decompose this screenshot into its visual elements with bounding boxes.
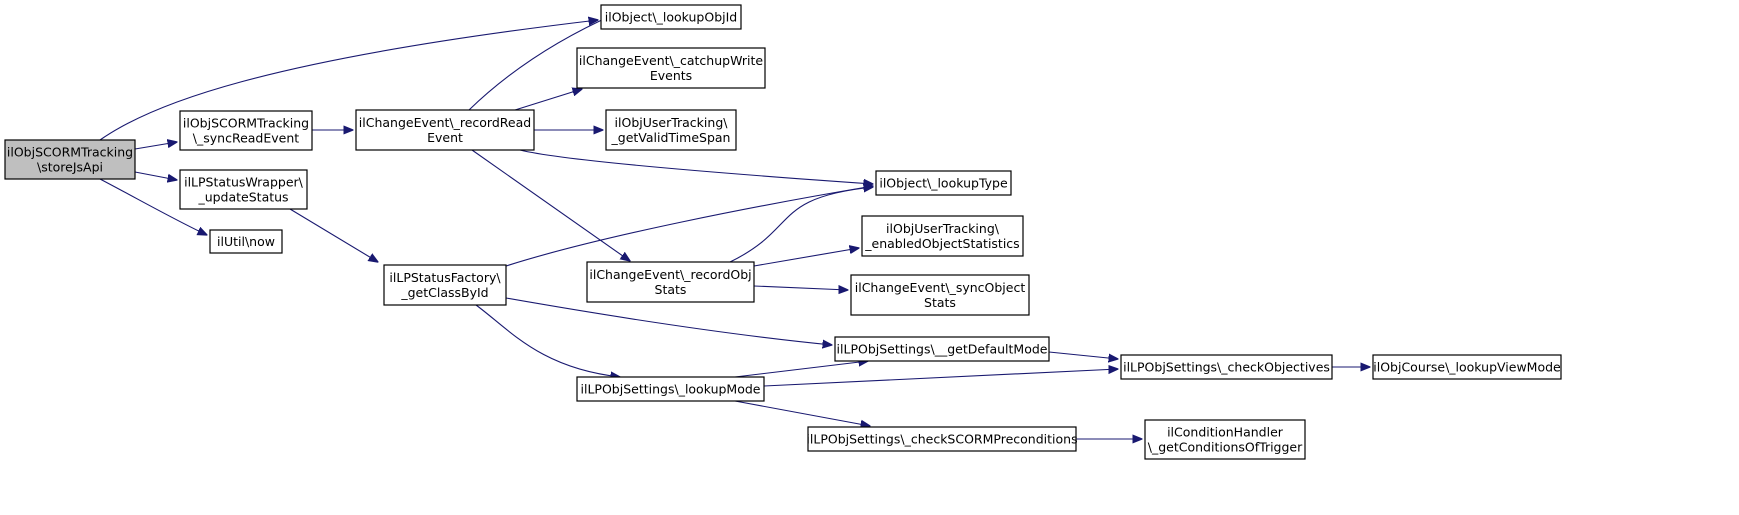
node-lookup-view-mode[interactable]: ilObjCourse\_lookupViewMode <box>1372 354 1562 380</box>
node-box[interactable] <box>1120 354 1333 380</box>
edge-get-class-by-id-to-get-default-mode <box>505 297 832 345</box>
node-label: ilUtil\now <box>217 234 275 249</box>
node-lookup-type[interactable]: ilObject\_lookupType <box>875 170 1012 196</box>
edge-get-class-by-id-to-lookup-mode <box>475 304 620 377</box>
node-label: _getValidTimeSpan <box>611 130 731 145</box>
edge-lookup-mode-to-check-objectives <box>763 369 1118 387</box>
edge-record-read-event-to-lookup-type <box>519 149 873 184</box>
node-label: ilObjCourse\_lookupViewMode <box>1373 360 1561 375</box>
node-box[interactable] <box>850 274 1030 316</box>
node-label: ilChangeEvent\_syncObject <box>855 280 1026 295</box>
node-enabled-object-statistics[interactable]: ilObjUserTracking\_enabledObjectStatisti… <box>861 215 1024 257</box>
edge-lookup-mode-to-get-default-mode <box>734 361 868 378</box>
node-box[interactable] <box>600 4 742 30</box>
node-label: ilObjUserTracking\ <box>886 221 1000 236</box>
node-label: ilLPObjSettings\_checkObjectives <box>1123 360 1330 375</box>
node-label: ilLPObjSettings\__getDefaultMode <box>837 342 1048 357</box>
node-label: ilObjSCORMTracking <box>7 145 133 160</box>
node-box[interactable] <box>355 109 535 151</box>
edge-lookup-mode-to-check-scorm-preconditions <box>734 400 870 426</box>
node-label: _updateStatus <box>197 190 288 205</box>
node-label: _getClassById <box>400 285 488 300</box>
node-box[interactable] <box>861 215 1024 257</box>
node-box[interactable] <box>1372 354 1562 380</box>
node-store-js-api[interactable]: ilObjSCORMTracking\storeJsApi <box>4 139 136 180</box>
edge-record-read-event-to-catchup-write-events <box>514 89 582 111</box>
edge-get-class-by-id-to-lookup-type <box>505 186 873 267</box>
edge-record-read-event-to-lookup-obj-id <box>468 14 615 111</box>
node-box[interactable] <box>807 426 1077 452</box>
edge-get-default-mode-to-check-objectives <box>1048 351 1118 359</box>
node-label: \_getConditionsOfTrigger <box>1148 440 1303 455</box>
nodes-layer: ilObjSCORMTracking\storeJsApiilObjSCORMT… <box>4 4 1562 460</box>
node-box[interactable] <box>4 139 136 180</box>
node-box[interactable] <box>576 47 766 89</box>
node-label: \_syncReadEvent <box>193 131 299 146</box>
node-box[interactable] <box>576 376 765 402</box>
node-sync-read-event[interactable]: ilObjSCORMTracking\_syncReadEvent <box>179 110 313 151</box>
node-label: ilObjSCORMTracking <box>183 116 309 131</box>
node-lookup-mode[interactable]: ilLPObjSettings\_lookupMode <box>576 376 765 402</box>
edge-store-js-api-to-lookup-obj-id <box>99 20 598 141</box>
node-check-objectives[interactable]: ilLPObjSettings\_checkObjectives <box>1120 354 1333 380</box>
node-box[interactable] <box>586 261 755 303</box>
node-box[interactable] <box>875 170 1012 196</box>
node-label: Stats <box>655 282 687 297</box>
node-box[interactable] <box>209 229 283 254</box>
edge-record-obj-stats-to-sync-object-stats <box>753 286 848 290</box>
node-label: ilConditionHandler <box>1167 425 1284 440</box>
node-label: ilLPStatusWrapper\ <box>184 175 304 190</box>
node-get-class-by-id[interactable]: ilLPStatusFactory\_getClassById <box>383 264 507 306</box>
edge-update-status-to-get-class-by-id <box>289 208 378 262</box>
node-box[interactable] <box>1144 419 1306 460</box>
edge-record-read-event-to-record-obj-stats <box>471 149 630 261</box>
node-lookup-obj-id[interactable]: ilObject\_lookupObjId <box>600 4 742 30</box>
node-label: Event <box>427 130 463 145</box>
edge-store-js-api-to-sync-read-event <box>134 142 177 150</box>
edges-layer <box>99 14 1370 439</box>
node-get-valid-time-span[interactable]: ilObjUserTracking\_getValidTimeSpan <box>605 109 737 151</box>
node-label: ilLPObjSettings\_checkSCORMPreconditions <box>806 432 1077 447</box>
node-label: ilLPObjSettings\_lookupMode <box>581 382 761 397</box>
node-box[interactable] <box>179 169 308 210</box>
node-box[interactable] <box>605 109 737 151</box>
node-get-conditions-of-trigger[interactable]: ilConditionHandler\_getConditionsOfTrigg… <box>1144 419 1306 460</box>
node-label: Stats <box>924 295 956 310</box>
node-box[interactable] <box>834 336 1050 362</box>
node-util-now[interactable]: ilUtil\now <box>209 229 283 254</box>
edge-record-obj-stats-to-enabled-object-statistics <box>753 248 859 267</box>
node-label: ilChangeEvent\_recordObj <box>589 267 751 282</box>
node-label: ilObject\_lookupType <box>879 176 1008 191</box>
node-label: ilChangeEvent\_catchupWrite <box>579 53 763 68</box>
node-label: ilChangeEvent\_recordRead <box>359 115 531 130</box>
node-label: ilObject\_lookupObjId <box>605 10 737 25</box>
node-label: ilLPStatusFactory\ <box>389 270 501 285</box>
node-label: \storeJsApi <box>37 160 103 175</box>
edge-record-obj-stats-to-lookup-type <box>729 187 873 263</box>
node-label: _enabledObjectStatistics <box>864 236 1019 251</box>
node-box[interactable] <box>179 110 313 151</box>
edge-store-js-api-to-util-now <box>99 178 207 235</box>
node-label: ilObjUserTracking\ <box>615 115 729 130</box>
node-box[interactable] <box>383 264 507 306</box>
edge-store-js-api-to-update-status <box>134 171 177 180</box>
node-check-scorm-preconditions[interactable]: ilLPObjSettings\_checkSCORMPreconditions <box>806 426 1078 452</box>
node-label: Events <box>650 68 692 83</box>
node-update-status[interactable]: ilLPStatusWrapper\_updateStatus <box>179 169 308 210</box>
node-get-default-mode[interactable]: ilLPObjSettings\__getDefaultMode <box>834 336 1050 362</box>
